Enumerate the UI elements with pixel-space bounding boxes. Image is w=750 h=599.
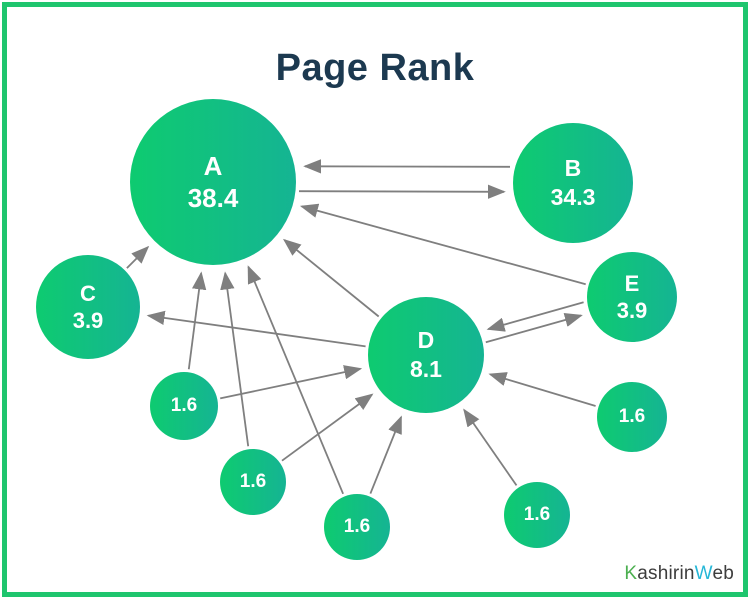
node-value: 34.3 — [550, 184, 596, 210]
node-small-2: 1.6 — [220, 449, 286, 515]
edge-small-5-to-D — [488, 372, 596, 407]
node-letter: A — [203, 150, 223, 181]
edge-D-to-A — [283, 238, 380, 318]
edge-D-to-C — [146, 310, 366, 348]
edge-small-4-to-D — [463, 408, 518, 486]
watermark: KashirinWeb — [624, 563, 734, 585]
node-letter: D — [417, 327, 435, 354]
node-value: 3.9 — [616, 298, 648, 323]
node-value: 1.6 — [170, 395, 198, 417]
watermark-part: K — [624, 563, 638, 584]
node-small-3: 1.6 — [324, 494, 390, 560]
node-value: 1.6 — [343, 516, 371, 538]
edge-small-1-to-D — [220, 365, 363, 400]
node-value: 1.6 — [523, 504, 551, 526]
node-value: 3.9 — [72, 308, 104, 333]
edge-E-to-A — [299, 203, 586, 286]
edge-small-3-to-A — [247, 265, 344, 495]
node-small-1: 1.6 — [150, 372, 218, 440]
node-letter: C — [80, 280, 96, 306]
watermark-part: W — [694, 563, 713, 584]
watermark-part: ashirin — [637, 563, 695, 584]
edge-D-to-E — [485, 312, 583, 344]
edge-small-2-to-A — [220, 271, 250, 447]
node-small-4: 1.6 — [504, 482, 570, 548]
edge-B-to-A — [303, 159, 511, 174]
edge-small-1-to-A — [187, 271, 207, 370]
edge-E-to-D — [486, 301, 584, 332]
node-small-5: 1.6 — [597, 382, 667, 452]
node-letter: B — [564, 155, 582, 182]
edge-small-2-to-D — [281, 393, 374, 462]
page-title: Page Rank — [275, 47, 475, 90]
node-value: 38.4 — [187, 183, 239, 213]
node-value: 8.1 — [410, 356, 442, 382]
edge-C-to-A — [126, 245, 150, 269]
node-value: 1.6 — [239, 471, 267, 493]
watermark-part: eb — [712, 563, 734, 584]
node-letter: E — [624, 270, 640, 296]
edge-A-to-B — [298, 184, 506, 199]
node-value: 1.6 — [618, 406, 646, 428]
edge-small-3-to-D — [369, 415, 402, 494]
